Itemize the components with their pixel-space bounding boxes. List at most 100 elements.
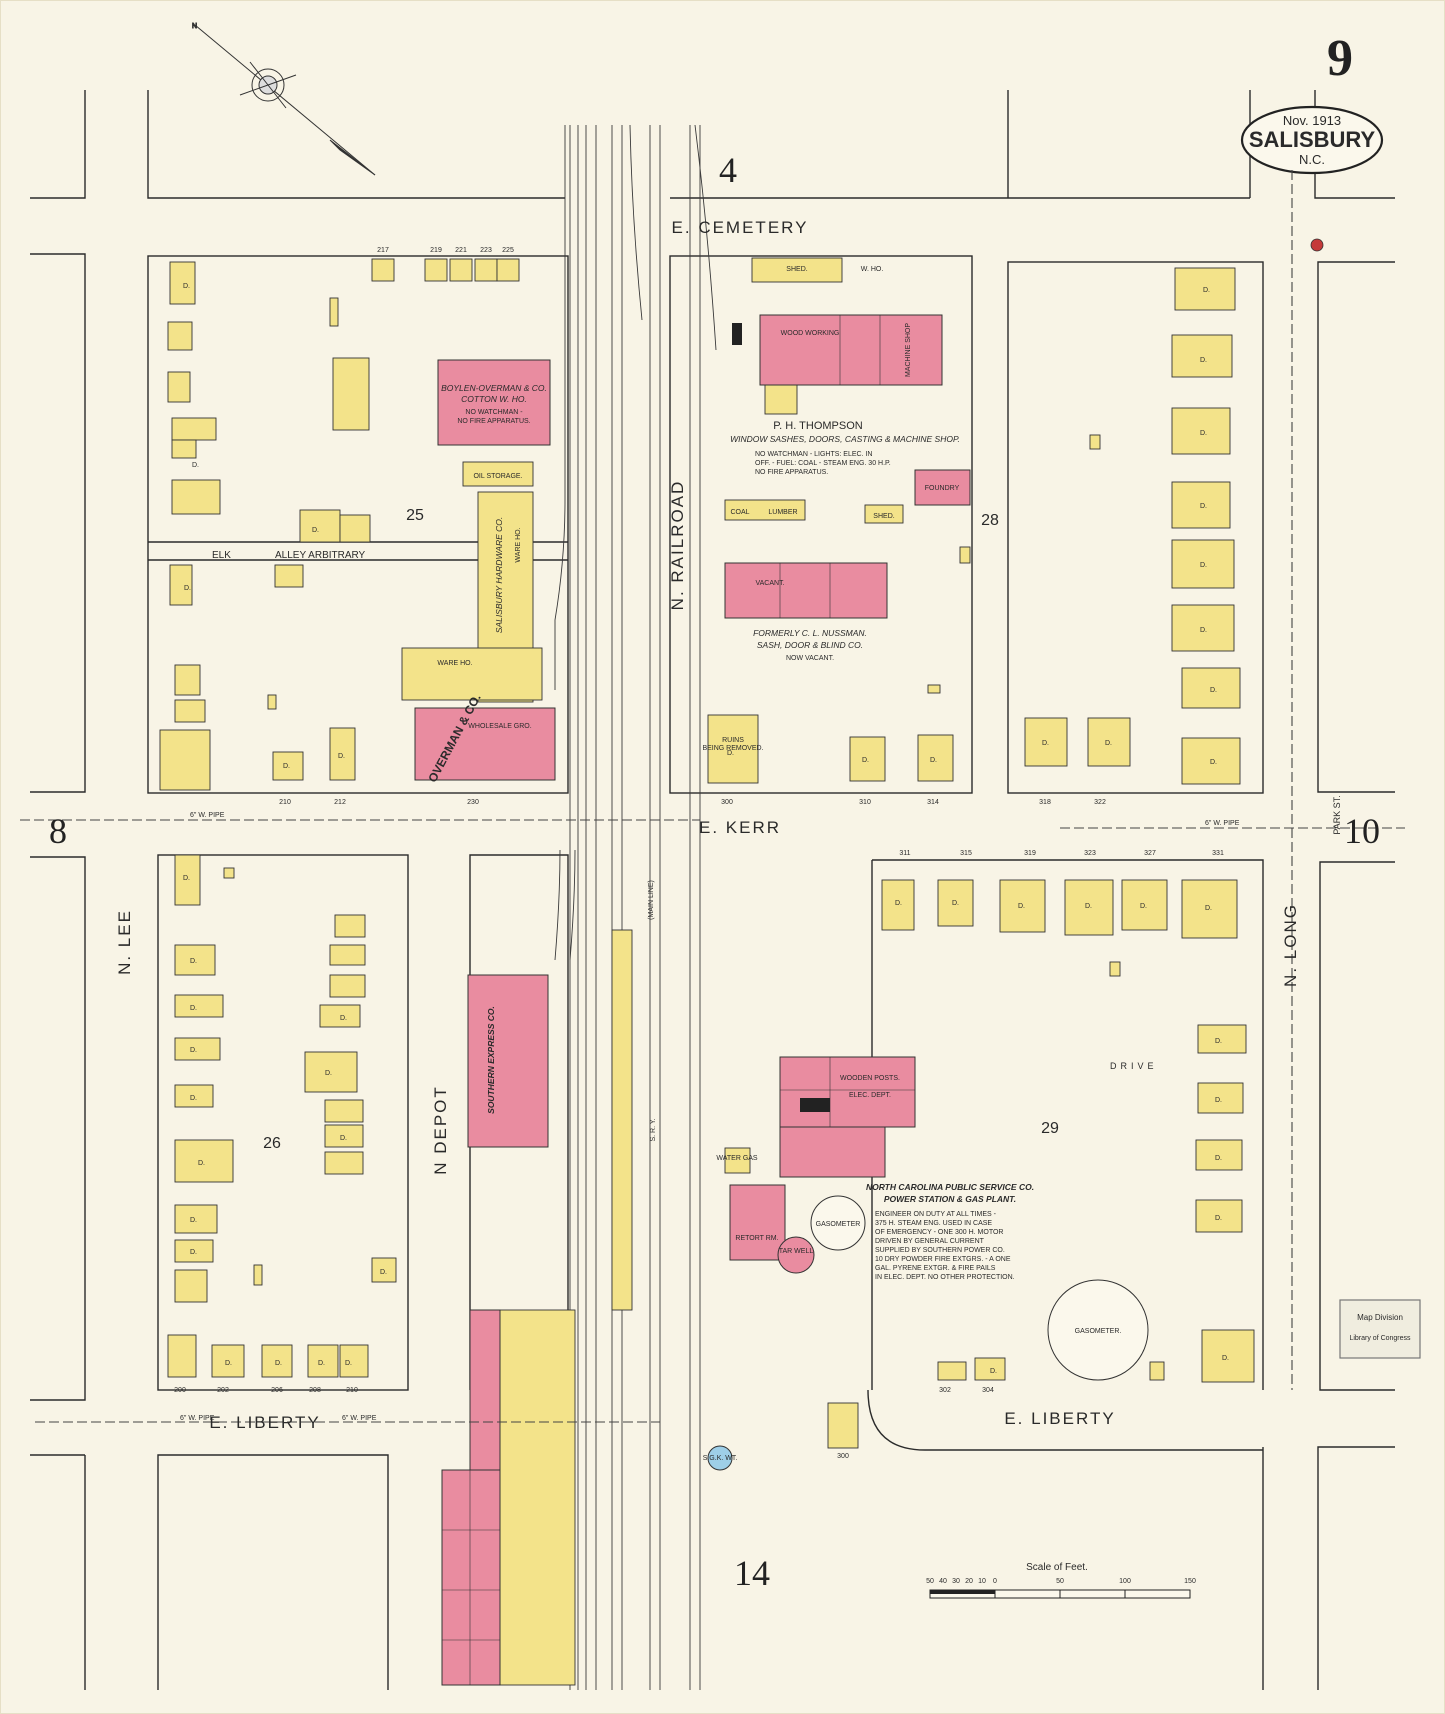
- block-number-29: 29: [1041, 1120, 1059, 1137]
- svg-text:323: 323: [1084, 850, 1096, 857]
- svg-text:D.: D.: [930, 757, 937, 764]
- svg-text:40: 40: [939, 1578, 947, 1585]
- svg-text:10: 10: [978, 1578, 986, 1585]
- railroad-tracks: [554, 124, 717, 1690]
- cartouche-state: N.C.: [1299, 152, 1325, 167]
- label-w-ho: W. HO.: [861, 266, 884, 273]
- hydrant-icon: [1310, 238, 1324, 252]
- svg-text:D.: D.: [1215, 1155, 1222, 1162]
- label-note: SUPPLIED BY SOUTHERN POWER CO.: [875, 1247, 1005, 1254]
- svg-text:100: 100: [1119, 1578, 1131, 1585]
- water-tank-icon: [707, 1445, 733, 1471]
- svg-text:D.: D.: [952, 900, 959, 907]
- svg-text:D.: D.: [1018, 903, 1025, 910]
- scale-ticks: 50 40 30 20 10 0 50 100 150: [926, 1578, 1196, 1585]
- cartouche-city: SALISBURY: [1249, 127, 1376, 152]
- adjoining-sheet-top: 4: [719, 150, 737, 190]
- svg-text:D.: D.: [1085, 903, 1092, 910]
- svg-text:D.: D.: [345, 1360, 352, 1367]
- svg-text:315: 315: [960, 850, 972, 857]
- svg-text:D.: D.: [1210, 687, 1217, 694]
- library-stamp: [1339, 1299, 1421, 1359]
- svg-text:D.: D.: [1205, 905, 1212, 912]
- label-pipe: 6" W. PIPE: [342, 1415, 377, 1422]
- svg-text:D.: D.: [990, 1368, 997, 1375]
- svg-text:D.: D.: [184, 585, 191, 592]
- svg-text:D.: D.: [1210, 759, 1217, 766]
- frame-buildings: [159, 257, 1255, 1686]
- svg-text:D.: D.: [198, 1160, 205, 1167]
- label-note: NO FIRE APPARATUS.: [457, 418, 530, 425]
- svg-text:D.: D.: [1222, 1355, 1229, 1362]
- label-boylen-overman: BOYLEN-OVERMAN & CO.: [441, 383, 547, 393]
- street-e-liberty-right: E. LIBERTY: [1004, 1409, 1115, 1428]
- svg-text:322: 322: [1094, 799, 1106, 806]
- label-note: GAL. PYRENE EXTGR. & FIRE PAILS: [875, 1265, 996, 1272]
- label-formerly-nussman: FORMERLY C. L. NUSSMAN.: [753, 628, 867, 638]
- svg-text:304: 304: [982, 1387, 994, 1394]
- svg-text:D.: D.: [190, 1249, 197, 1256]
- svg-text:219: 219: [430, 247, 442, 254]
- label-oil-storage: OIL STORAGE.: [473, 473, 522, 480]
- svg-text:225: 225: [502, 247, 514, 254]
- label-being-removed: BEING REMOVED.: [702, 745, 763, 752]
- svg-text:200: 200: [174, 1387, 186, 1394]
- label-gasometer: GASOMETER: [816, 1221, 861, 1228]
- street-n-lee: N. LEE: [115, 909, 134, 975]
- svg-text:D.: D.: [380, 1269, 387, 1276]
- address-numbers: 217 219 221 223 225 210 212 230 300 310 …: [174, 247, 1224, 1460]
- svg-text:D.: D.: [340, 1135, 347, 1142]
- label-ph-thompson: P. H. THOMPSON: [773, 420, 863, 432]
- label-lumber: LUMBER: [768, 509, 797, 516]
- adjoining-sheet-left: 8: [49, 811, 67, 851]
- svg-text:217: 217: [377, 247, 389, 254]
- svg-text:208: 208: [309, 1387, 321, 1394]
- svg-text:221: 221: [455, 247, 467, 254]
- svg-text:D.: D.: [183, 875, 190, 882]
- scale-title: Scale of Feet.: [1026, 1562, 1088, 1573]
- label-note: 375 H. STEAM ENG. USED IN CASE: [875, 1220, 992, 1227]
- svg-text:210: 210: [346, 1387, 358, 1394]
- label-sgk-wt: S.G.K. WT.: [703, 1455, 738, 1462]
- svg-text:D.: D.: [1200, 503, 1207, 510]
- svg-text:N: N: [192, 23, 197, 30]
- block-number-26: 26: [263, 1135, 281, 1152]
- svg-text:D.: D.: [1200, 430, 1207, 437]
- label-main-line: (MAIN LINE): [648, 880, 655, 920]
- svg-text:0: 0: [993, 1578, 997, 1585]
- label-cotton-wh: COTTON W. HO.: [461, 394, 527, 404]
- svg-text:223: 223: [480, 247, 492, 254]
- svg-text:D.: D.: [1215, 1038, 1222, 1045]
- label-coal: COAL: [730, 509, 749, 516]
- label-ware-ho: WARE HO.: [515, 527, 522, 562]
- svg-text:D.: D.: [340, 1015, 347, 1022]
- label-gasometer: GASOMETER.: [1075, 1328, 1122, 1335]
- adjoining-sheet-right: 10: [1344, 811, 1380, 851]
- label-note: DRIVEN BY GENERAL CURRENT: [875, 1238, 985, 1245]
- svg-text:D.: D.: [192, 462, 199, 469]
- svg-text:D.: D.: [1215, 1097, 1222, 1104]
- label-wood-working: WOOD WORKING: [781, 330, 840, 337]
- svg-text:314: 314: [927, 799, 939, 806]
- label-ware-ho: WARE HO.: [437, 660, 472, 667]
- label-elec-dept: ELEC. DEPT.: [849, 1092, 891, 1099]
- brick-buildings: [414, 314, 971, 1686]
- svg-text:D.: D.: [862, 757, 869, 764]
- svg-text:D.: D.: [325, 1070, 332, 1077]
- stamp-line-1: Map Division: [1357, 1313, 1403, 1322]
- gas-plant-structures: [707, 1195, 1149, 1471]
- label-note: NO WATCHMAN - LIGHTS: ELEC. IN: [755, 451, 872, 458]
- svg-text:20: 20: [965, 1578, 973, 1585]
- svg-text:300: 300: [837, 1453, 849, 1460]
- label-pipe: 6" W. PIPE: [1205, 820, 1240, 827]
- label-ncps-2: POWER STATION & GAS PLANT.: [884, 1194, 1016, 1204]
- street-elk: ELK: [212, 550, 231, 561]
- svg-text:D.: D.: [312, 527, 319, 534]
- scale-bar: [929, 1589, 1191, 1599]
- label-wholesale-gro: WHOLESALE GRO.: [468, 723, 531, 730]
- svg-text:D.: D.: [727, 750, 734, 757]
- svg-text:D.: D.: [183, 283, 190, 290]
- svg-text:210: 210: [279, 799, 291, 806]
